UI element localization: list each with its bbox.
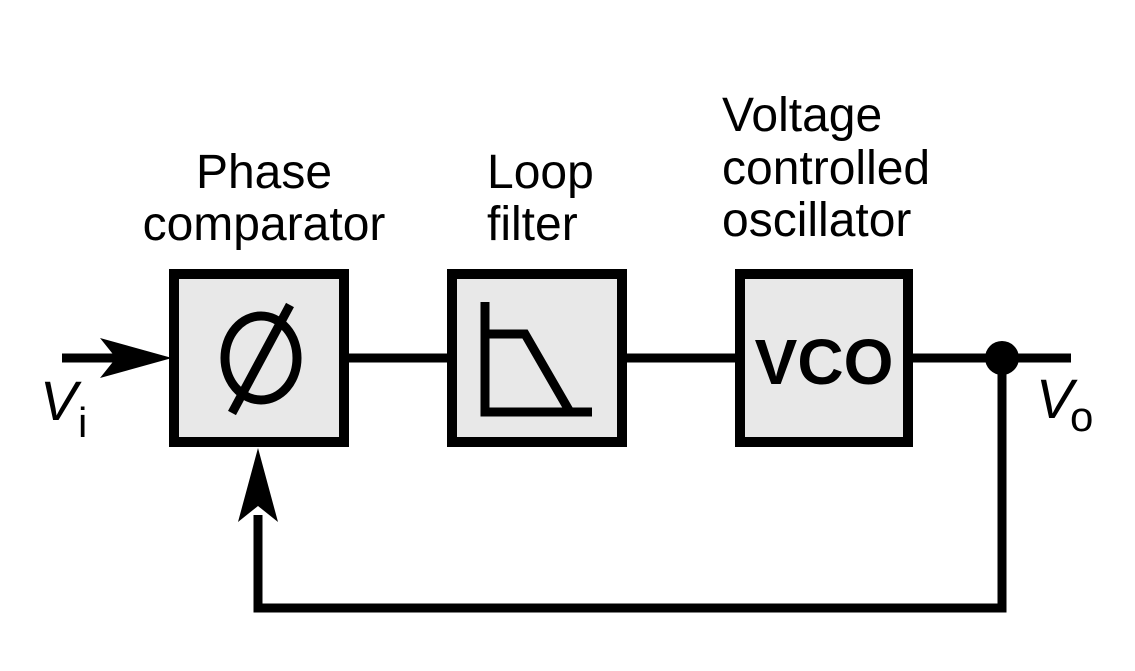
output-junction-dot <box>985 341 1019 375</box>
vco-label-line3: oscillator <box>722 194 911 247</box>
vco-box <box>735 269 913 447</box>
output-signal-label: V o <box>1036 367 1093 440</box>
input-arrowhead <box>100 338 172 378</box>
phase-comparator-label-line1: Phase <box>196 146 332 199</box>
loop-filter-block <box>447 269 627 447</box>
loop-filter-label-line1: Loop <box>487 146 594 199</box>
phase-comparator-label-line2: comparator <box>143 198 386 251</box>
feedback-arrowhead <box>238 448 278 522</box>
vco-symbol-text: VCO <box>755 326 894 398</box>
lowpass-response-curve <box>485 329 574 415</box>
lowpass-filter-icon <box>480 302 592 417</box>
input-signal-label: V i <box>40 369 87 446</box>
phase-comparator-box <box>169 269 349 447</box>
output-signal-symbol: V <box>1036 367 1078 430</box>
output-signal-subscript: o <box>1070 393 1093 440</box>
vco-label-line1: Voltage <box>722 89 882 142</box>
phase-comparator-block <box>169 269 349 447</box>
feedback-wire <box>253 358 1007 613</box>
input-signal-subscript: i <box>78 399 87 446</box>
loop-filter-label-line2: filter <box>487 198 578 251</box>
phi-symbol <box>220 302 302 416</box>
vco-label-line2: controlled <box>722 142 930 195</box>
input-signal-symbol: V <box>40 369 82 432</box>
vco-block: VCO <box>735 269 913 447</box>
